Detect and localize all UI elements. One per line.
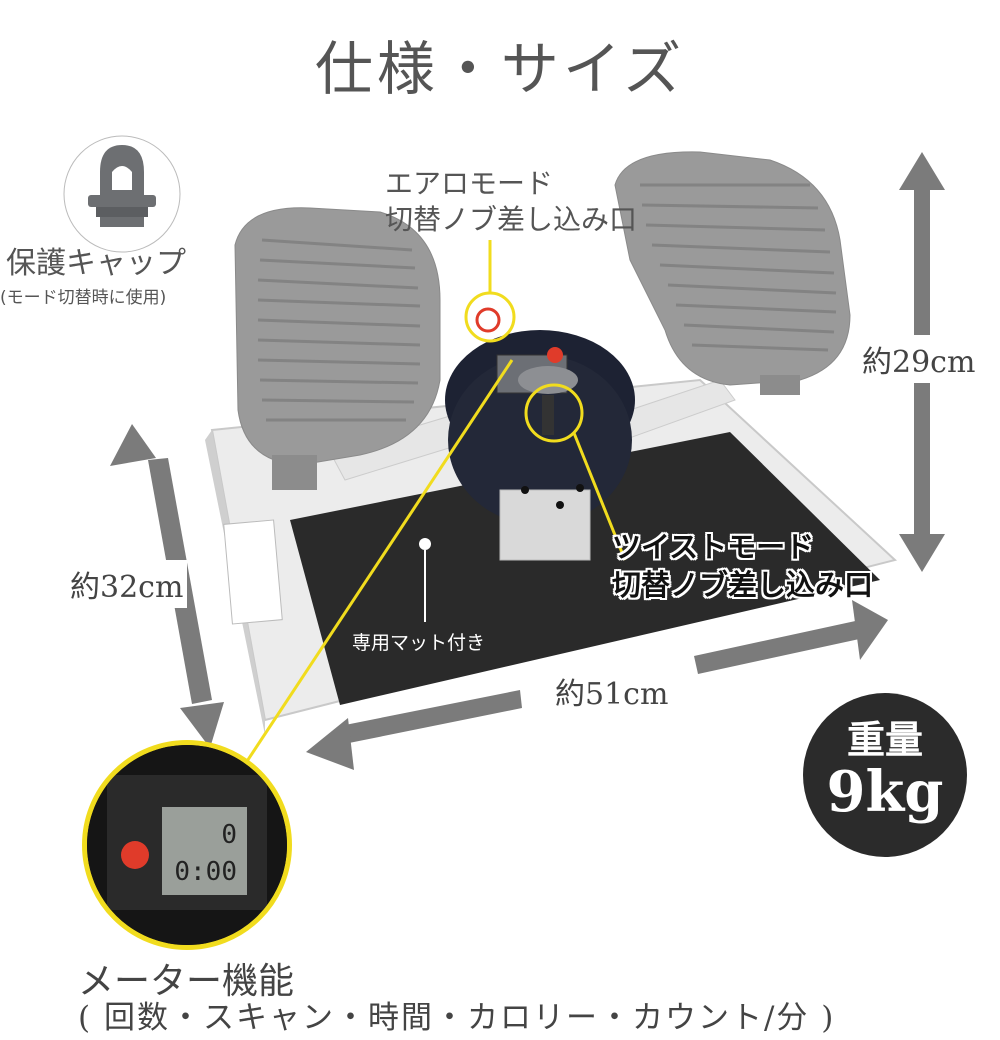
center-body <box>445 330 635 561</box>
left-pedal <box>234 207 441 490</box>
lcd-top: 0 <box>221 820 237 850</box>
lcd-bottom: 0:00 <box>174 857 237 887</box>
lcd-screen <box>162 807 247 895</box>
page-title: 仕様・サイズ <box>314 35 686 103</box>
twist-label-line2: 切替ノブ差し込み口 <box>612 568 874 602</box>
aero-port <box>475 307 501 333</box>
dimension-depth: 約32cm <box>66 560 188 608</box>
meter-title: メーター機能 <box>78 961 295 1002</box>
aero-label-line2: 切替ノブ差し込み口 <box>385 203 638 236</box>
twist-callout-circle <box>524 383 584 443</box>
dimension-height: 約29cm <box>858 335 980 383</box>
reset-button <box>121 841 149 869</box>
mat-label: 専用マット付き <box>352 632 486 654</box>
aero-label-line1: エアロモード <box>385 167 554 200</box>
cap-title: 保護キャップ <box>6 246 186 281</box>
weight-value: 9kg <box>826 759 944 825</box>
arrow-width <box>306 600 888 770</box>
meter-closeup: 0 0:00 <box>82 740 292 950</box>
cap-icon <box>63 135 181 253</box>
mat <box>290 432 880 705</box>
meter-illustration: 0 0:00 <box>87 745 287 945</box>
meter-callout-line <box>226 359 514 791</box>
weight-label: 重量 <box>846 717 923 762</box>
right-pedal <box>614 151 851 395</box>
twist-label-line1: ツイストモード <box>612 530 815 564</box>
weight-badge: 重量 9kg <box>803 693 967 857</box>
dimension-width: 約51cm <box>549 667 675 715</box>
cap-subtitle: (モード切替時に使用) <box>0 288 167 308</box>
warning-label <box>223 519 283 625</box>
meter-functions: ( 回数・スキャン・時間・カロリー・カウント/分 ) <box>78 1000 836 1036</box>
